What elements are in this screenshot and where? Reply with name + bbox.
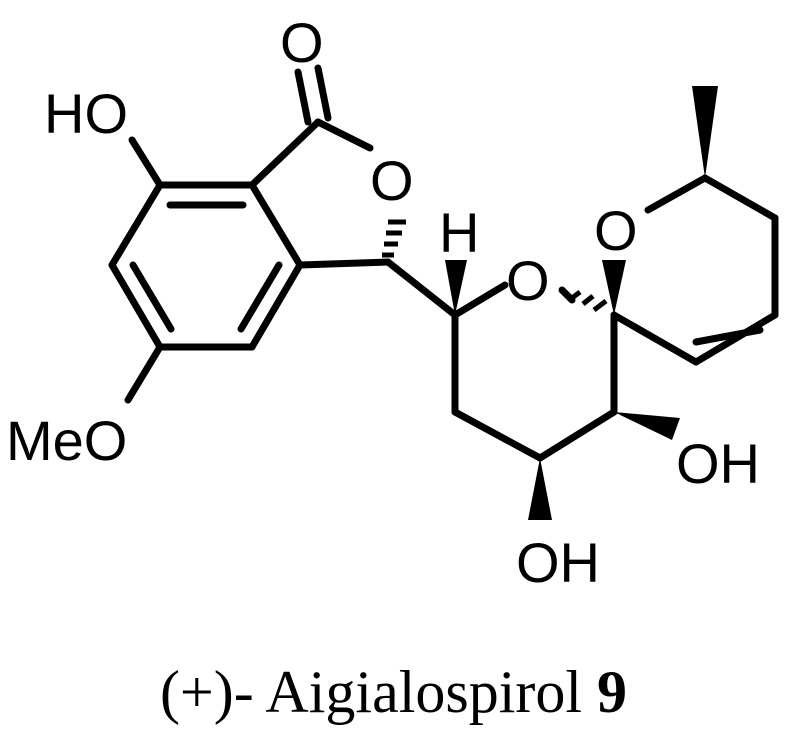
bond-pyran-5	[451, 408, 544, 462]
wedge-spiro	[602, 260, 626, 315]
bond-carbonyl-a	[294, 68, 312, 126]
bond-dhp-4	[692, 311, 779, 366]
bond-pyran-1	[451, 281, 509, 319]
bond-pyran-2	[558, 286, 576, 304]
compound-name: (+)- Aigialospirol	[159, 659, 583, 725]
bond-link	[384, 258, 459, 319]
bond-pyran-4	[536, 408, 618, 462]
atom-carbonyl-o: O	[280, 11, 324, 74]
atom-spiro-o: O	[594, 199, 638, 262]
wedge-oh-right	[614, 412, 680, 440]
bond-benzene-inner-right	[237, 261, 283, 333]
atom-h: H	[439, 201, 479, 264]
bond-benzene-6	[108, 181, 164, 269]
atom-lactone-o: O	[370, 149, 414, 212]
bond-benzene-5	[108, 261, 164, 351]
atom-phenol-oh: HO	[44, 82, 128, 145]
hash-lactone-stereo	[382, 219, 406, 258]
wedge-oh-bottom	[528, 458, 552, 520]
bond-phenol-o	[128, 136, 164, 189]
compound-caption: (+)- Aigialospirol 9	[0, 652, 787, 732]
bond-dhp-1	[644, 174, 709, 214]
bond-methoxy-o	[124, 343, 164, 404]
wedge-h	[445, 260, 467, 315]
bond-dhp-2	[701, 174, 779, 222]
wedge-methyl	[692, 86, 718, 178]
bond-benzene-inner-left	[129, 261, 175, 333]
bond-dhp-5	[610, 311, 700, 366]
bond-lactone-c2	[314, 118, 374, 152]
bond-benzene-3	[248, 261, 304, 351]
bond-dhp-double	[692, 326, 764, 346]
atom-oh-bottom: OH	[516, 531, 600, 594]
atom-methoxy: MeO	[6, 409, 127, 472]
atom-oh-right: OH	[676, 432, 760, 495]
hash-spiro-o	[570, 290, 608, 312]
atom-pyran-o: O	[506, 249, 550, 312]
compound-number: 9	[597, 659, 628, 725]
bond-carbonyl-b	[314, 64, 332, 122]
bond-lactone-c1	[248, 118, 322, 189]
aigialospirol-structure: HO MeO O O O H	[6, 11, 779, 594]
bond-benzene-2	[248, 181, 304, 269]
bond-lactone-c3	[296, 258, 392, 269]
